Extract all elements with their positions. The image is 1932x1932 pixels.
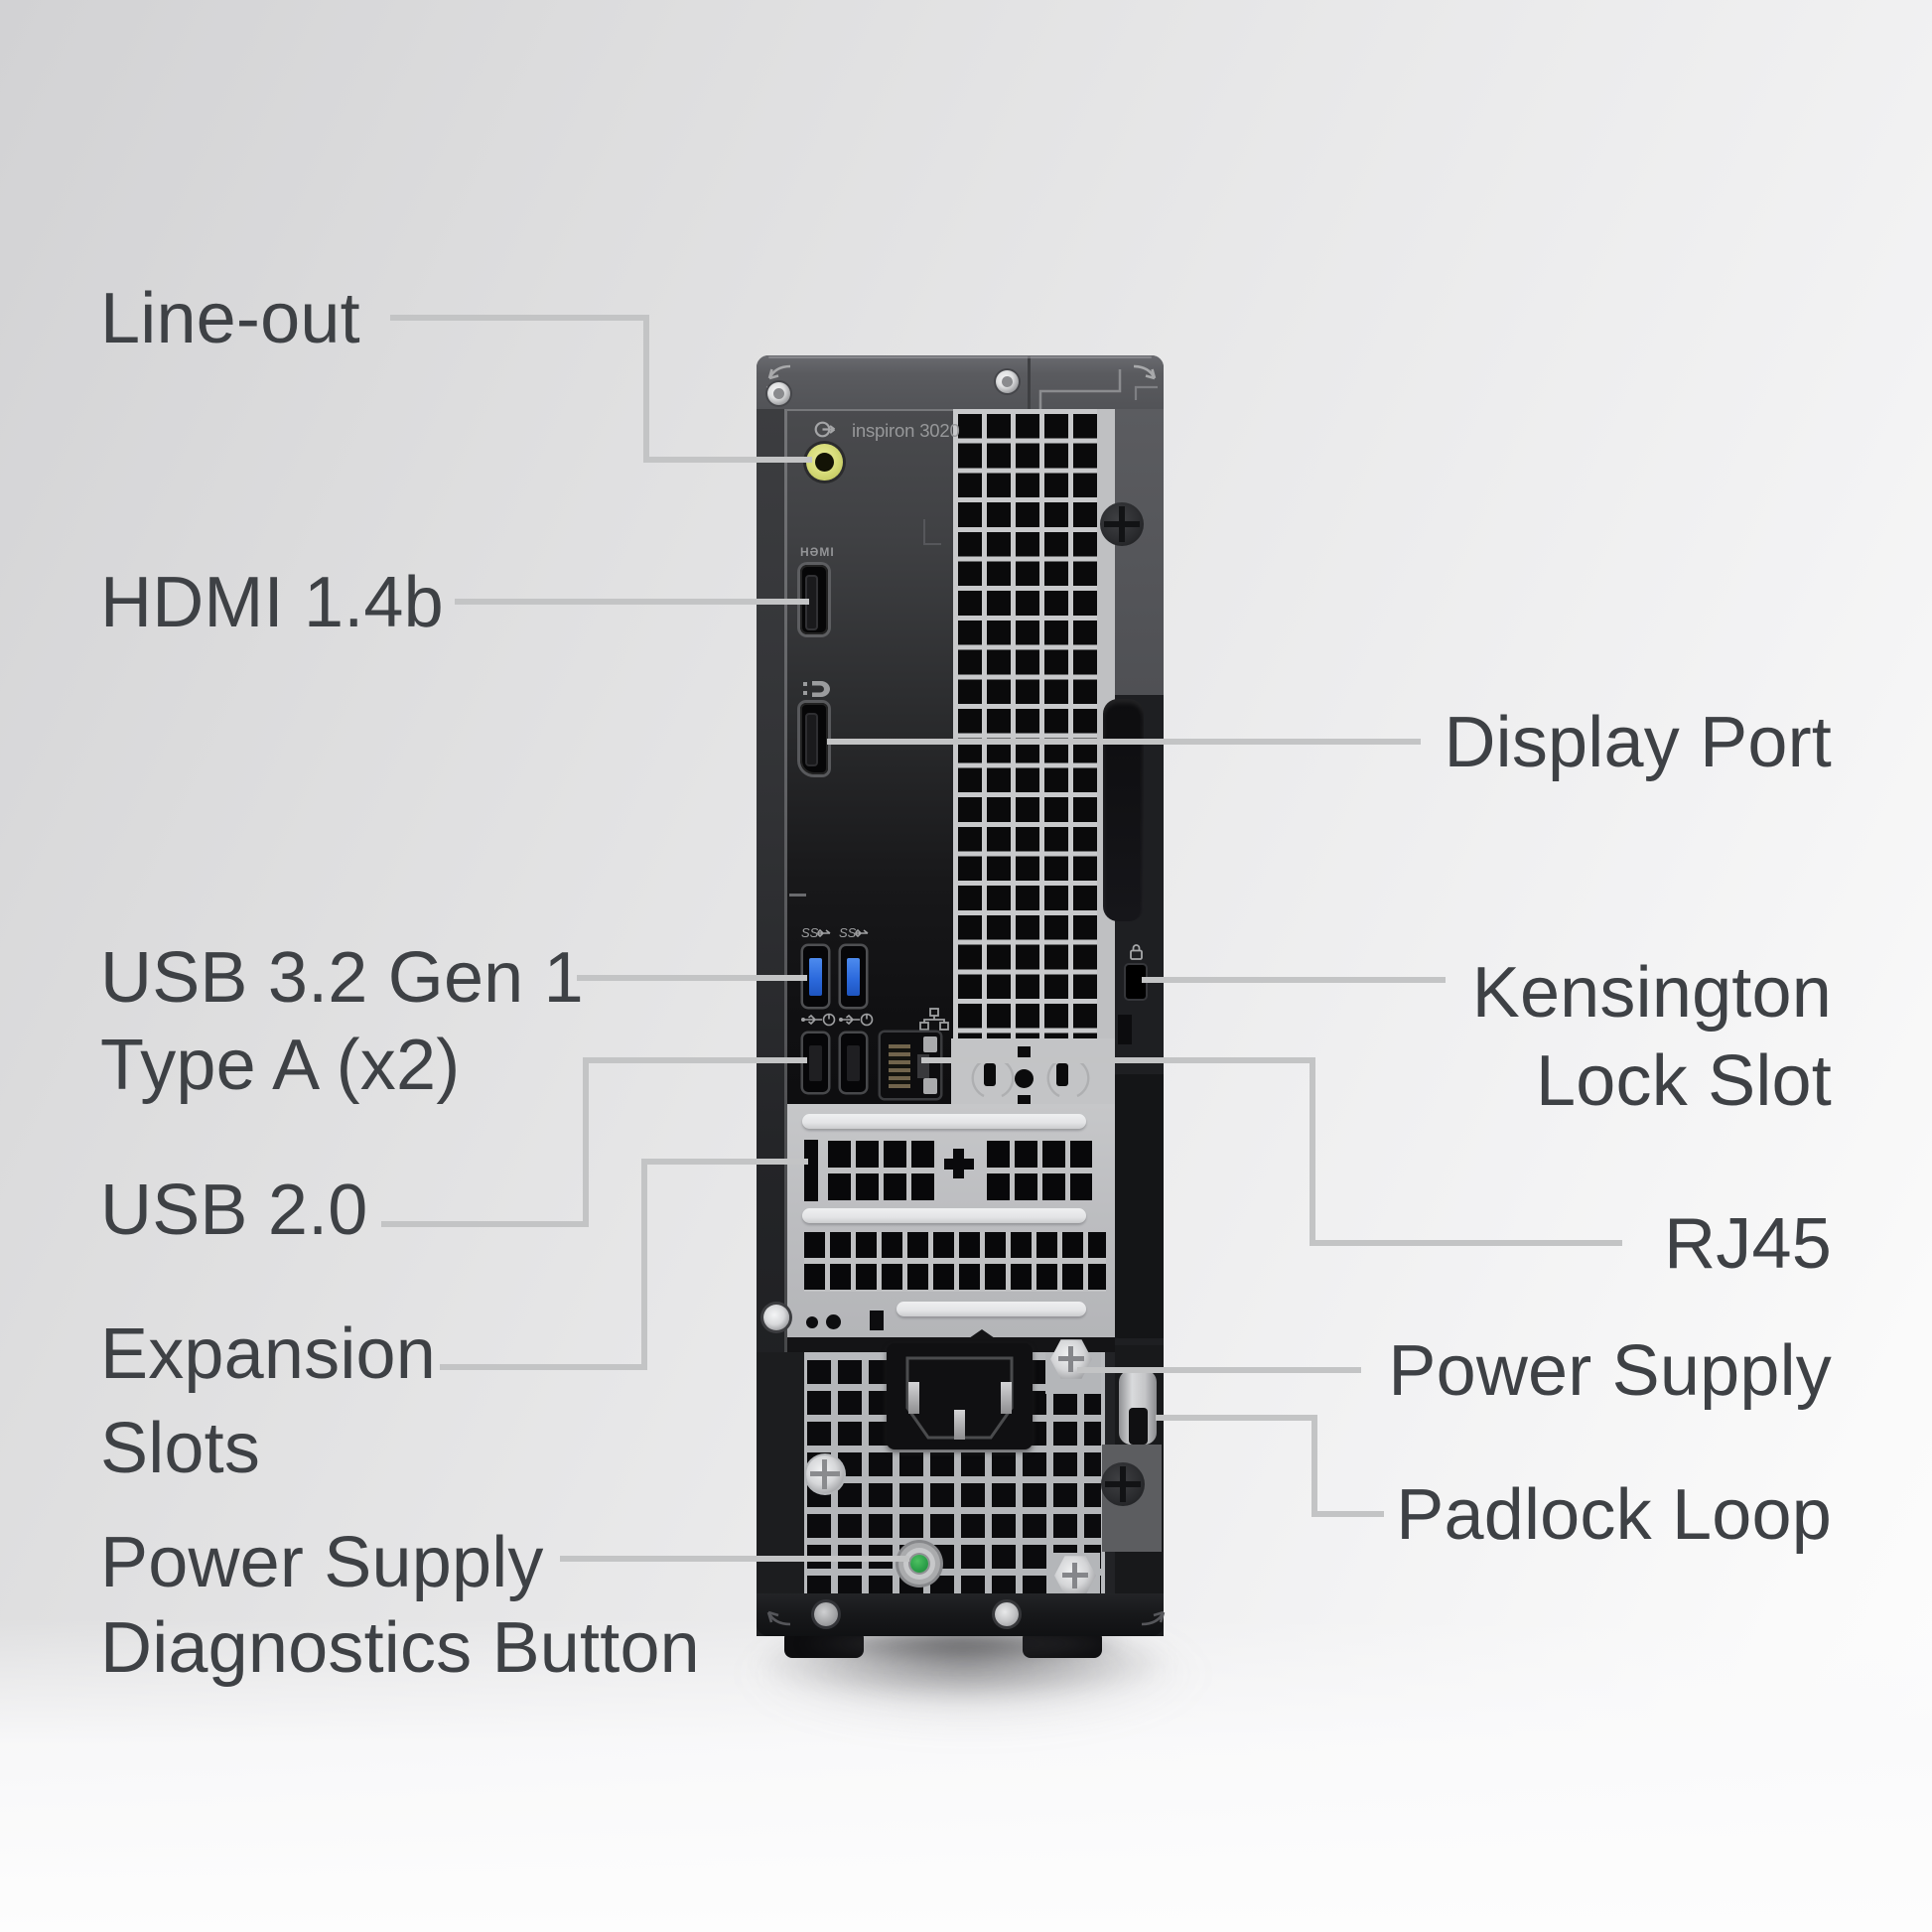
svg-text:SS: SS <box>801 925 819 940</box>
svg-text:SS: SS <box>839 925 857 940</box>
